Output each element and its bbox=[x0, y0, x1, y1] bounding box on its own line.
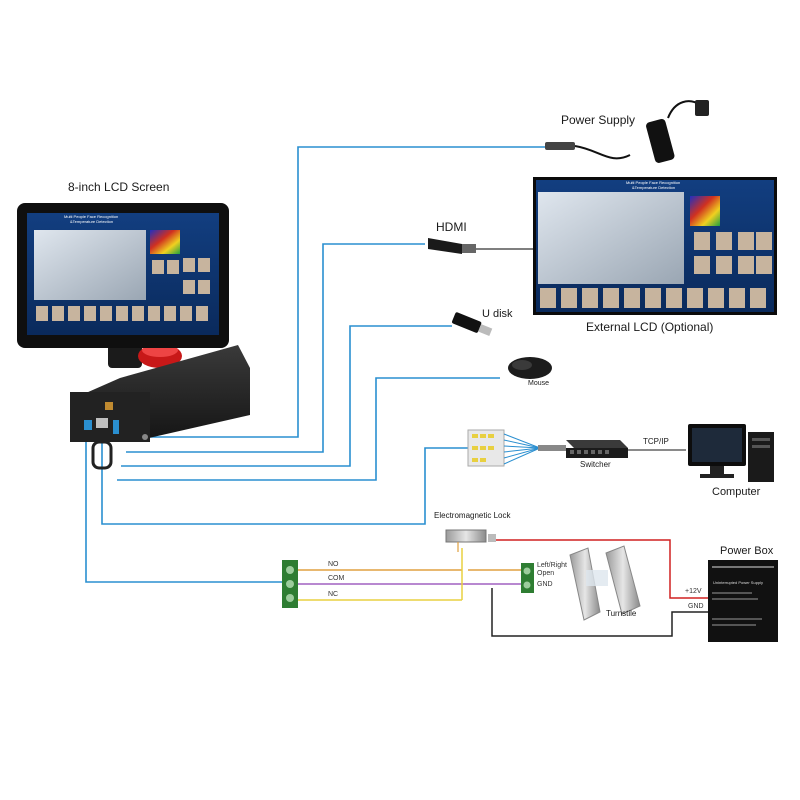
u-disk bbox=[452, 312, 493, 337]
nc-label: NC bbox=[328, 591, 339, 598]
switcher-label: Switcher bbox=[580, 460, 611, 469]
turnstile-label: Turnstile bbox=[606, 609, 637, 618]
power-supply-label: Power Supply bbox=[561, 113, 636, 127]
computer-device bbox=[688, 424, 774, 482]
electromagnetic-lock bbox=[445, 529, 496, 552]
com-label: COM bbox=[328, 575, 345, 582]
tcp-ip-label: TCP/IP bbox=[643, 437, 669, 446]
cable-udisk bbox=[121, 325, 452, 467]
left-right-open-label: Left/Right Open bbox=[537, 562, 567, 577]
terminal-block-turnstile bbox=[521, 563, 534, 593]
device-cables bbox=[85, 146, 545, 583]
u-disk-label: U disk bbox=[482, 308, 513, 320]
ext-screen-title-1: Multi People Face Recognition bbox=[626, 180, 681, 185]
cable-mouse bbox=[117, 377, 500, 481]
hdmi-label: HDMI bbox=[436, 220, 467, 234]
wire-plus12v bbox=[492, 539, 708, 599]
gnd-terminal-label: GND bbox=[537, 581, 553, 588]
gnd-box-label: GND bbox=[688, 603, 704, 610]
electromagnetic-lock-label: Electromagnetic Lock bbox=[434, 511, 511, 520]
network-patch bbox=[467, 429, 566, 467]
ext-screen-title-2: &Temperature Detection bbox=[632, 185, 676, 190]
computer-label: Computer bbox=[712, 486, 761, 498]
terminal-block-relay bbox=[282, 560, 298, 608]
lcd-screen-label: 8-inch LCD Screen bbox=[68, 180, 170, 194]
power-box-header: Uninterrupted Power Supply bbox=[713, 580, 764, 585]
turnstile-device bbox=[569, 545, 641, 621]
switcher-device bbox=[566, 440, 686, 458]
hdmi-cable bbox=[428, 238, 535, 254]
power-box-label: Power Box bbox=[720, 545, 774, 557]
main-device bbox=[17, 203, 250, 470]
screen-title-1: Multi People Face Recognition bbox=[64, 214, 119, 219]
external-lcd-label: External LCD (Optional) bbox=[586, 320, 714, 334]
cable-relay bbox=[85, 425, 285, 583]
cable-hdmi bbox=[126, 243, 425, 453]
no-label: NO bbox=[328, 561, 339, 568]
screen-title-2: &Temperature Detection bbox=[70, 219, 114, 224]
wire-gnd bbox=[491, 588, 708, 637]
mouse-device bbox=[508, 357, 552, 379]
cable-power bbox=[145, 146, 545, 438]
power-supply-adapter bbox=[545, 100, 709, 163]
relay-wires bbox=[298, 539, 708, 637]
cable-network bbox=[101, 430, 468, 525]
plus-12v-label: +12V bbox=[685, 588, 702, 595]
external-lcd bbox=[533, 177, 777, 315]
power-box-device bbox=[708, 560, 778, 642]
mouse-label: Mouse bbox=[528, 380, 550, 387]
